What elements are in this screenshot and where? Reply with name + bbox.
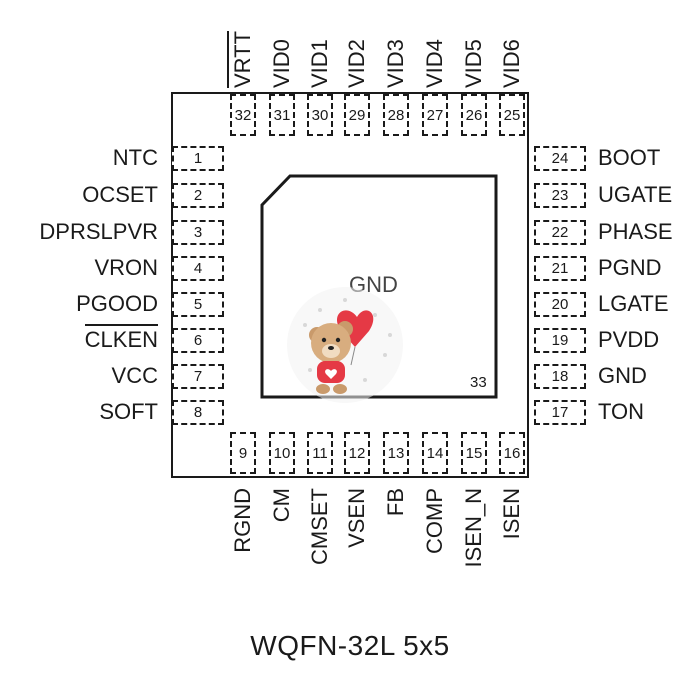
pin-pad-23: 23 bbox=[534, 183, 586, 208]
pin-pad-13: 13 bbox=[383, 432, 409, 474]
pin-label-phase: PHASE bbox=[598, 219, 673, 244]
pin-label-vsen: VSEN bbox=[344, 488, 369, 548]
pin-pad-19: 19 bbox=[534, 328, 586, 353]
pin-name-text: OCSET bbox=[82, 182, 158, 207]
pin-pad-22: 22 bbox=[534, 220, 586, 245]
pin-pad-15: 15 bbox=[461, 432, 487, 474]
chip-body bbox=[171, 92, 529, 478]
pin-pad-6: 6 bbox=[172, 328, 224, 353]
teddy-bear-sticker bbox=[287, 287, 403, 403]
pin-pad-3: 3 bbox=[172, 220, 224, 245]
pin-label-pgood: PGOOD bbox=[0, 292, 158, 316]
pin-label-comp: COMP bbox=[422, 488, 447, 554]
pin-pad-21: 21 bbox=[534, 256, 586, 281]
pin-pad-17: 17 bbox=[534, 400, 586, 425]
pin-pad-9: 9 bbox=[230, 432, 256, 474]
pin-pad-30: 30 bbox=[307, 94, 333, 136]
pin-pad-14: 14 bbox=[422, 432, 448, 474]
pin-label-rgnd: RGND bbox=[230, 488, 255, 553]
pin-pad-27: 27 bbox=[422, 94, 448, 136]
pin-name-text: VID1 bbox=[307, 39, 332, 88]
pin-label-gnd: GND bbox=[598, 363, 647, 388]
pin-pad-18: 18 bbox=[534, 364, 586, 389]
pin-label-vcc: VCC bbox=[0, 364, 158, 388]
pin-label-ugate: UGATE bbox=[598, 182, 673, 207]
pin-pad-25: 25 bbox=[499, 94, 525, 136]
pin-label-vid5: VID5 bbox=[461, 8, 486, 88]
pin-name-text: PGOOD bbox=[76, 291, 158, 316]
pin-pad-29: 29 bbox=[344, 94, 370, 136]
pin-pad-8: 8 bbox=[172, 400, 224, 425]
pin-label-fb: FB bbox=[383, 488, 408, 517]
pin-name-text: VID6 bbox=[499, 39, 524, 88]
pin-name-text: SOFT bbox=[99, 399, 158, 424]
pin-pad-24: 24 bbox=[534, 146, 586, 171]
pin-name-text: VID4 bbox=[422, 39, 447, 88]
pin-pad-11: 11 bbox=[307, 432, 333, 474]
pin-label-vron: VRON bbox=[0, 256, 158, 280]
pin-label-vid4: VID4 bbox=[422, 8, 447, 88]
pin-pad-7: 7 bbox=[172, 364, 224, 389]
pin-pad-31: 31 bbox=[269, 94, 295, 136]
pin-label-dprslpvr: DPRSLPVR bbox=[0, 220, 158, 244]
pin-name-text: VRON bbox=[94, 255, 158, 280]
pin-pad-20: 20 bbox=[534, 292, 586, 317]
pin-label-cm: CM bbox=[269, 488, 294, 523]
pin-name-text: NTC bbox=[112, 145, 158, 170]
pin-name-text: VID3 bbox=[383, 39, 408, 88]
pin-pad-26: 26 bbox=[461, 94, 487, 136]
pin-name-text: VCC bbox=[111, 363, 158, 388]
pin-label-isen_n: ISEN_N bbox=[461, 488, 486, 568]
pin-label-vid1: VID1 bbox=[307, 8, 332, 88]
pin-label-vid2: VID2 bbox=[344, 8, 369, 88]
pin-pad-12: 12 bbox=[344, 432, 370, 474]
pin-name-text: VID5 bbox=[461, 39, 486, 88]
pin-label-boot: BOOT bbox=[598, 145, 661, 170]
pin-label-vrtt: VRTT bbox=[227, 8, 255, 88]
pin-label-clken: CLKEN bbox=[0, 324, 158, 352]
pin-name-text: DPRSLPVR bbox=[39, 219, 158, 244]
pin-label-vid6: VID6 bbox=[499, 8, 524, 88]
exposed-pad-number: 33 bbox=[470, 374, 487, 391]
pin-pad-16: 16 bbox=[499, 432, 525, 474]
pin-label-vid3: VID3 bbox=[383, 8, 408, 88]
pin-name-text: VID2 bbox=[344, 39, 369, 88]
pin-label-pgnd: PGND bbox=[598, 255, 662, 280]
pin-pad-1: 1 bbox=[172, 146, 224, 171]
pin-pad-10: 10 bbox=[269, 432, 295, 474]
pin-name-text: VID0 bbox=[269, 39, 294, 88]
pin-label-pvdd: PVDD bbox=[598, 327, 660, 352]
pin-label-ocset: OCSET bbox=[0, 183, 158, 207]
pin-pad-4: 4 bbox=[172, 256, 224, 281]
pin-pad-5: 5 bbox=[172, 292, 224, 317]
pin-label-vid0: VID0 bbox=[269, 8, 294, 88]
pin-label-lgate: LGATE bbox=[598, 291, 669, 316]
pin-label-cmset: CMSET bbox=[307, 488, 332, 565]
pin-label-ntc: NTC bbox=[0, 146, 158, 170]
pin-label-ton: TON bbox=[598, 399, 645, 424]
pin-label-soft: SOFT bbox=[0, 400, 158, 424]
pin-name-text: CLKEN bbox=[84, 324, 158, 352]
pin-pad-32: 32 bbox=[230, 94, 256, 136]
pin-pad-28: 28 bbox=[383, 94, 409, 136]
package-label: WQFN-32L 5x5 bbox=[250, 630, 450, 661]
pin-label-isen: ISEN bbox=[499, 488, 524, 540]
pin-pad-2: 2 bbox=[172, 183, 224, 208]
pin-name-text: VRTT bbox=[227, 30, 255, 88]
